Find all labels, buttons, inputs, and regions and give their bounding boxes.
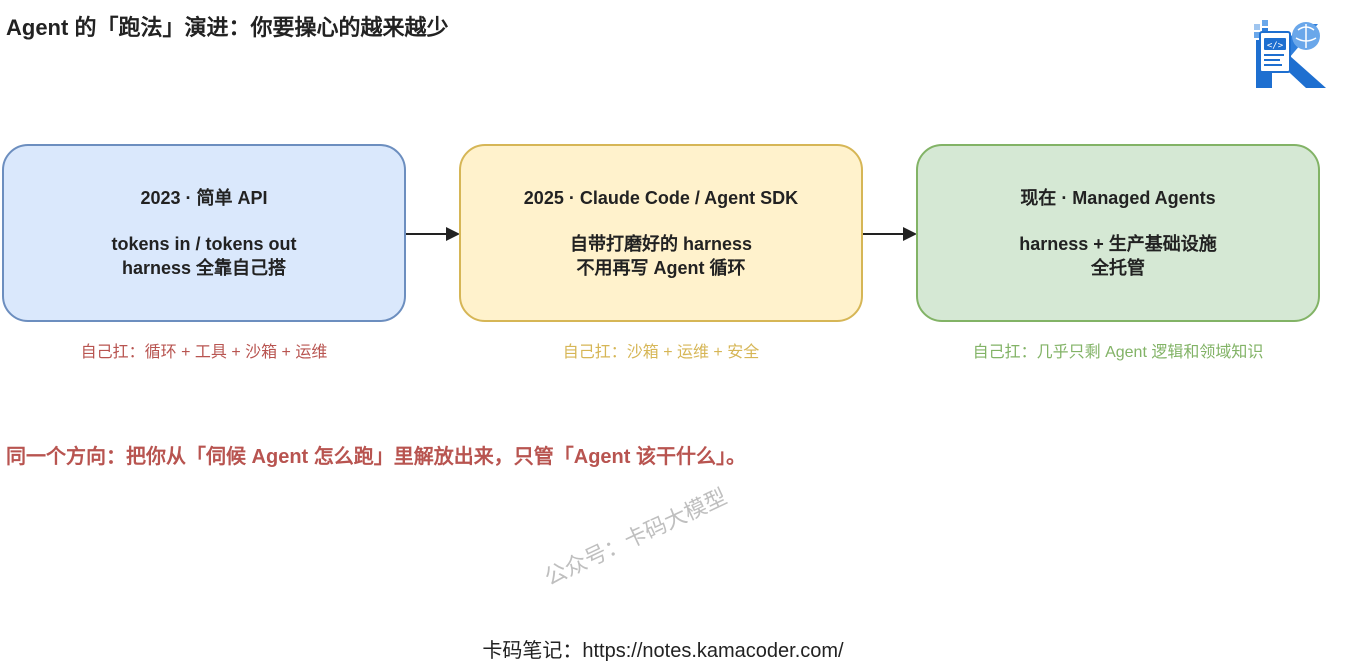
stage-diy-note: 自己扛：循环 + 工具 + 沙箱 + 运维 [80,344,328,361]
stage-line: 不用再写 Agent 循环 [576,258,746,278]
stage-2025-claude-code-agent-sdk: 2025 · Claude Code / Agent SDK 自带打磨好的 ha… [459,144,863,322]
stage-line: 自带打磨好的 harness [569,234,753,254]
conclusion-text: 同一个方向：把你从「伺候 Agent 怎么跑」里解放出来，只管「Agent 该干… [6,446,746,468]
right-arrow-icon [406,227,460,241]
stage-line: 全托管 [1091,258,1145,278]
kamacoder-logo-icon: </> [1254,20,1326,88]
stage-heading: 2023 · 简单 API [140,188,268,208]
svg-text:</>: </> [1267,41,1284,51]
stage-diy-note: 自己扛：几乎只剩 Agent 逻辑和领域知识 [972,344,1264,361]
stage-now-managed-agents: 现在 · Managed Agents harness + 生产基础设施 全托管 [916,144,1320,322]
right-arrow-icon [863,227,917,241]
stage-heading: 2025 · Claude Code / Agent SDK [523,188,799,208]
stage-2023-simple-api: 2023 · 简单 API tokens in / tokens out har… [2,144,406,322]
stage-line: harness + 生产基础设施 [1019,234,1217,254]
footer-link-text: 卡码笔记：https://notes.kamacoder.com/ [482,640,844,662]
stage-heading: 现在 · Managed Agents [1020,188,1216,208]
stage-line: harness 全靠自己搭 [121,258,287,278]
stage-diy-note: 自己扛：沙箱 + 运维 + 安全 [562,344,760,361]
stage-line: tokens in / tokens out [111,234,297,254]
page-title: Agent 的「跑法」演进：你要操心的越来越少 [6,15,449,40]
watermark: 公众号：卡码大模型 [540,483,731,591]
